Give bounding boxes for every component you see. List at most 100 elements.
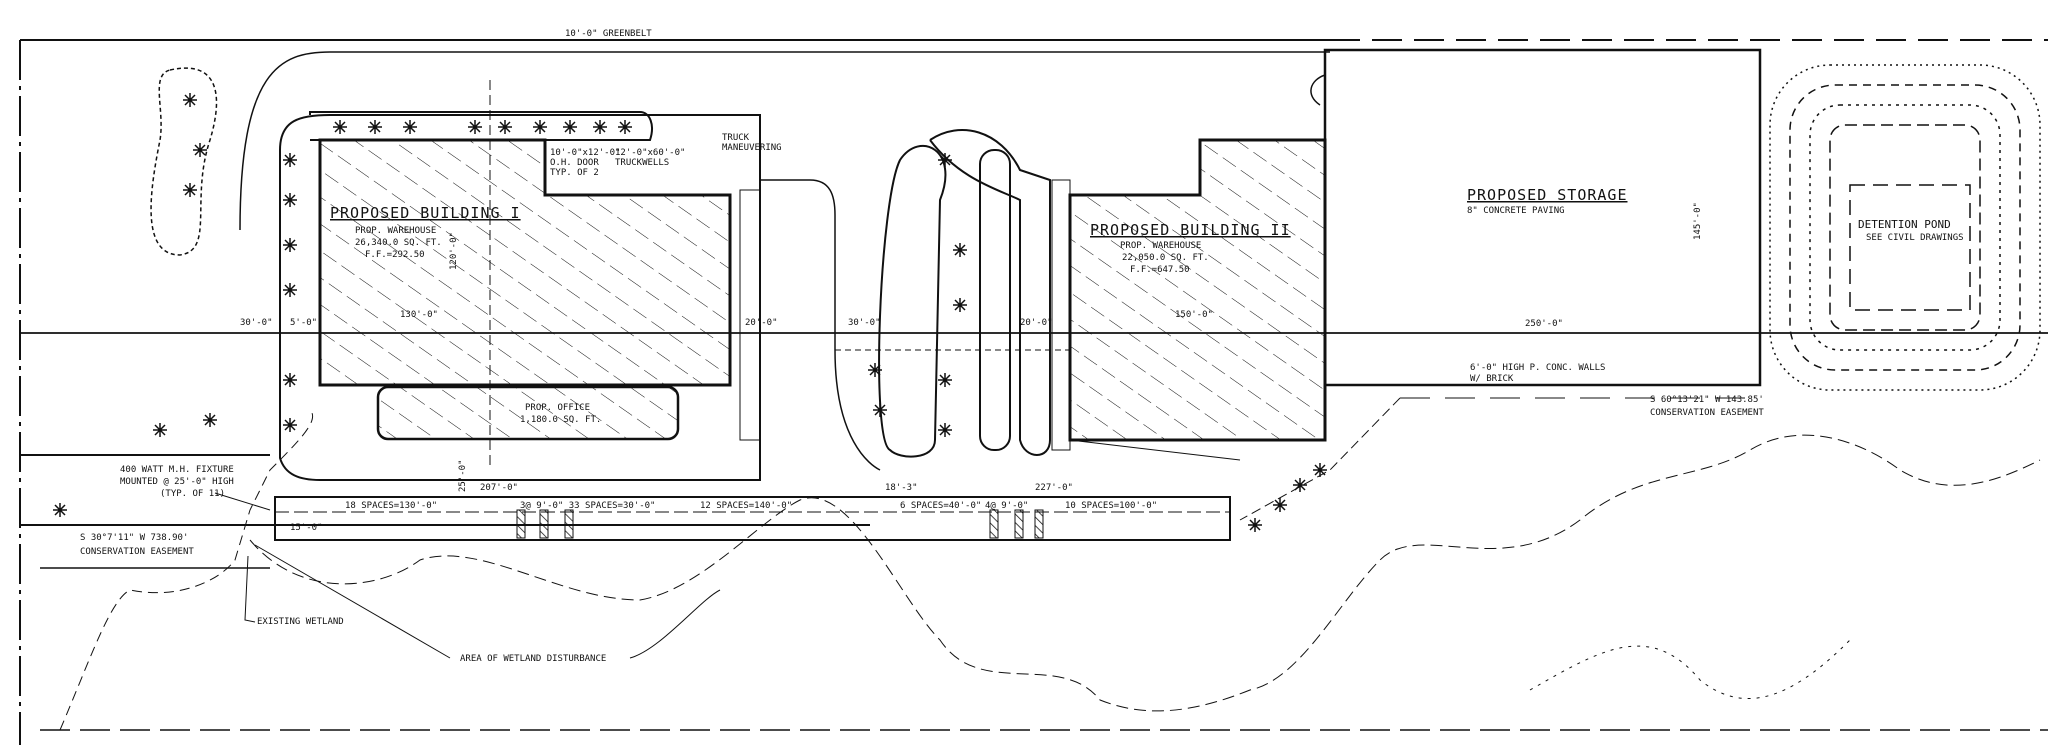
pond-title: DETENTION POND [1858,218,1951,231]
truck-maneuvering-1: TRUCK [722,133,750,143]
fixture-note-3: (TYP. OF 11) [160,489,225,499]
building2-area: 22,050.0 SQ. FT. [1122,253,1209,263]
tree-icon [938,153,952,167]
tree-icon [533,120,547,134]
easement-left-label: CONSERVATION EASEMENT [80,547,194,557]
tree-icon [368,120,382,134]
pond-note: SEE CIVIL DRAWINGS [1866,233,1964,243]
door-note-3: TYP. OF 2 [550,168,599,178]
wall-note-2: W/ BRICK [1470,374,1514,384]
wetland-disturbance-label: AREA OF WETLAND DISTURBANCE [460,654,606,664]
storage-paving: 8" CONCRETE PAVING [1467,206,1565,216]
door-note-2: O.H. DOOR [550,158,599,168]
storage-depth: 145'-0" [1693,202,1703,240]
landscape-island-left [150,67,218,256]
tree-icon [283,153,297,167]
parking-10-spaces: 10 SPACES=100'-0" [1065,501,1157,511]
dim-207: 207'-0" [480,483,518,493]
tree-icon [953,243,967,257]
bottom-parking: 18 SPACES=130'-0" 3@ 9'-0" 33 SPACES=30'… [274,459,1231,541]
existing-wetland-line [59,409,314,731]
greenbelt-label: 10'-0" GREENBELT [565,29,652,39]
easement-left-bearing: S 30°7'11" W 738.90' [80,533,188,543]
tree-icon [873,403,887,417]
building1-length: 130'-0" [400,310,438,320]
tree-icon [203,413,217,427]
dim-227: 227'-0" [1035,483,1073,493]
paving-outline [239,51,1330,231]
truck-maneuvering-2: MANEUVERING [722,143,782,153]
building2-use: PROP. WAREHOUSE [1120,241,1201,251]
parking-33-spaces: 3@ 9'-0" 33 SPACES=30'-0" [520,501,655,511]
building1-ff: F.F.=292.50 [365,250,425,260]
building1-title: PROPOSED BUILDING I [330,204,521,222]
property-lines [19,39,2048,745]
tree-icon [1273,498,1287,512]
parking-12-spaces: 12 SPACES=140'-0" [700,501,792,511]
tree-icon [183,183,197,197]
building1-area: 26,340.0 SQ. FT. [355,238,442,248]
tree-icon [183,93,197,107]
tree-icon [283,283,297,297]
storage-title: PROPOSED STORAGE [1467,186,1628,204]
tree-icon [618,120,632,134]
tree-icon [938,423,952,437]
office-area: 1,180.0 SQ. FT. [520,415,601,425]
tree-icon [283,373,297,387]
tree-icon [468,120,482,134]
parking-islands [739,129,1071,471]
building2-title: PROPOSED BUILDING II [1090,221,1291,239]
tree-icon [403,120,417,134]
tree-icon [1248,518,1262,532]
dim-15: 15'-0" [290,523,323,533]
dim-20-a: 20'-0" [745,318,778,328]
tree-icon [498,120,512,134]
tree-icon [153,423,167,437]
tree-icon [53,503,67,517]
tree-icon [1293,478,1307,492]
fixture-note-2: MOUNTED @ 25'-0" HIGH [120,477,234,487]
existing-wetland-label: EXISTING WETLAND [257,617,344,627]
door-note-1: 10'-0"x12'-0" [550,148,620,158]
tree-icon [283,193,297,207]
wall-note-1: 6'-0" HIGH P. CONC. WALLS [1470,363,1605,373]
parking-18-spaces: 18 SPACES=130'-0" [345,501,437,511]
office-building: PROP. OFFICE 1,180.0 SQ. FT. [376,385,680,441]
landscape-trees [53,93,1327,532]
tree-icon [593,120,607,134]
truckwells-note-1: 12'-0"x60'-0" [615,148,685,158]
tree-icon [1313,463,1327,477]
fixture-note-1: 400 WATT M.H. FIXTURE [120,465,234,475]
dim-30-mid: 30'-0" [848,318,881,328]
easement-right-label: CONSERVATION EASEMENT [1650,408,1764,418]
proposed-storage: PROPOSED STORAGE 8" CONCRETE PAVING 250'… [1310,48,1762,387]
tree-icon [283,418,297,432]
tree-icon [283,238,297,252]
building1-landscape-border [279,114,761,481]
tree-icon [333,120,347,134]
dim-5-left: 5'-0" [290,318,317,328]
dim-30-left: 30'-0" [240,318,273,328]
parking-6-spaces: 6 SPACES=40'-0" [900,501,981,511]
front-planter [309,111,653,141]
building1-use: PROP. WAREHOUSE [355,226,436,236]
tree-icon [563,120,577,134]
office-title: PROP. OFFICE [525,403,590,413]
detention-pond: DETENTION POND SEE CIVIL DRAWINGS [1769,64,2041,391]
tree-icon [938,373,952,387]
dim-18-3: 18'-3" [885,483,918,493]
building2-length: 150'-0" [1175,310,1213,320]
wetland-disturbance-line [249,434,2041,712]
storage-length: 250'-0" [1525,319,1563,329]
truckwells-note-2: TRUCKWELLS [615,158,669,168]
dim-25: 25'-0" [458,459,468,492]
building-2: PROPOSED BUILDING II PROP. WAREHOUSE 22,… [1068,138,1327,461]
tree-icon [868,363,882,377]
dim-20-b: 20'-0" [1020,318,1053,328]
parking-4-spaces: 4@ 9'-0" [985,501,1028,511]
building2-ff: F.F.=647.50 [1130,265,1190,275]
easement-right-bearing: S 60°13'21" W 143.85' [1650,395,1764,405]
building1-width: 120'-0" [449,232,459,270]
tree-icon [193,143,207,157]
